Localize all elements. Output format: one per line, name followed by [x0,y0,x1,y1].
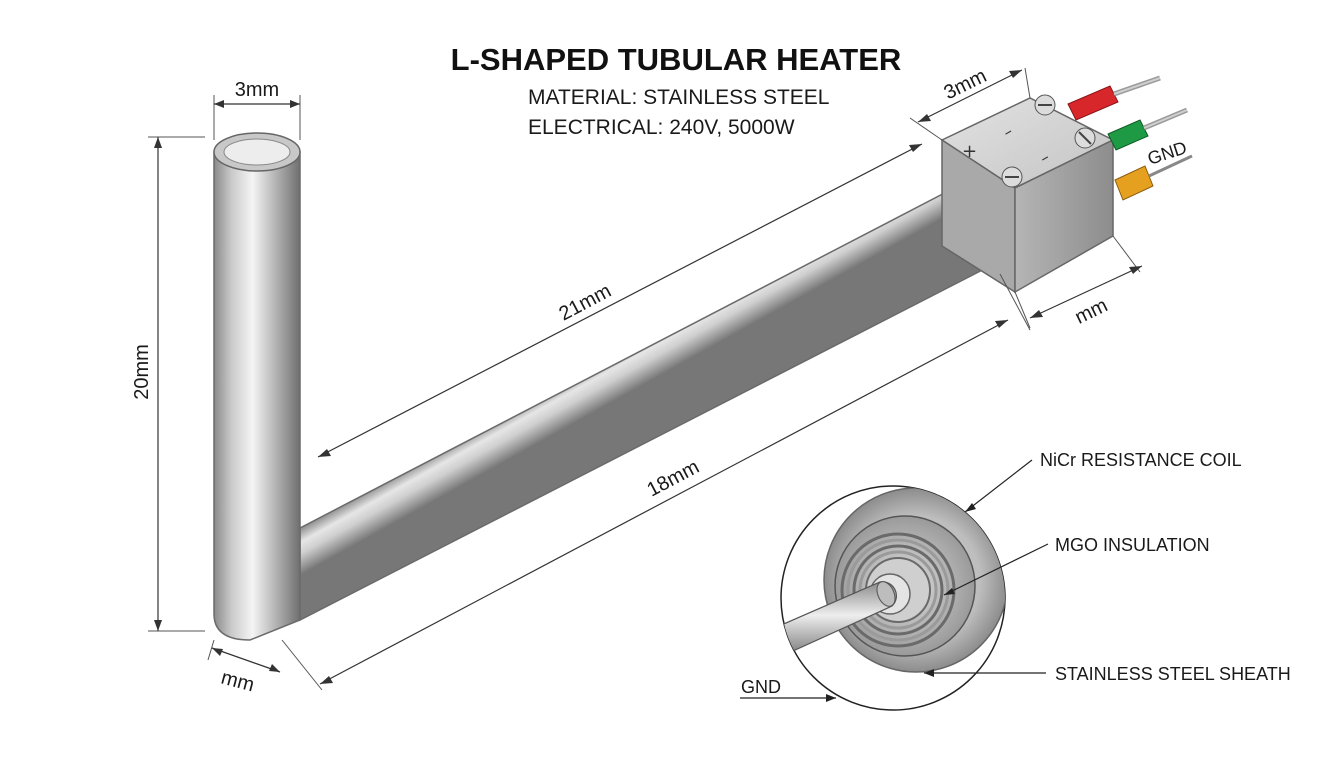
terminal-plus-mark: + [962,141,977,162]
insulation-callout: MGO INSULATION [943,535,1210,596]
green-wire [1107,107,1188,151]
dimension-vertical-length: 20mm [131,136,205,632]
vertical-length-label: 20mm [131,344,153,400]
tube-bore [223,138,291,166]
dimension-tube-diameter: 3mm [213,79,301,140]
terminal-screw [1074,127,1096,149]
terminal-screw [1034,94,1056,116]
rod-end-face [876,581,896,607]
sheath-label: STAINLESS STEEL SHEATH [1055,664,1291,684]
sheath-callout: STAINLESS STEEL SHEATH [924,664,1291,684]
horizontal-length-bottom-label: 18mm [643,456,702,502]
coil-callout: NiCr RESISTANCE COIL [964,450,1242,513]
l-shaped-tube [213,132,1022,641]
red-wire [1067,75,1161,121]
tube-diameter-label: 3mm [235,79,279,101]
insulation-label: MGO INSULATION [1055,535,1210,555]
terminal-box: + – – [940,94,1115,294]
dimension-base-width: mm [207,639,281,697]
lead-wires: GND [1067,75,1193,201]
ground-wire-label: GND [1145,137,1189,168]
base-width-label: mm [219,667,257,697]
cross-section-ground-label: GND [741,677,781,697]
nicr-resistance-coil [840,532,956,648]
ground-callout: GND [740,677,836,702]
diagram-title: L-SHAPED TUBULAR HEATER [451,42,902,77]
electrical-spec: ELECTRICAL: 240V, 5000W [528,116,795,139]
terminal-box-depth-label: mm [1072,294,1112,328]
vertical-arm [213,151,301,641]
terminal-screw [1001,166,1023,188]
cross-section-detail: NiCr RESISTANCE COIL MGO INSULATION STAI… [740,450,1291,711]
coil-label: NiCr RESISTANCE COIL [1040,450,1242,470]
material-spec: MATERIAL: STAINLESS STEEL [528,86,829,109]
ground-wire [1114,154,1193,201]
